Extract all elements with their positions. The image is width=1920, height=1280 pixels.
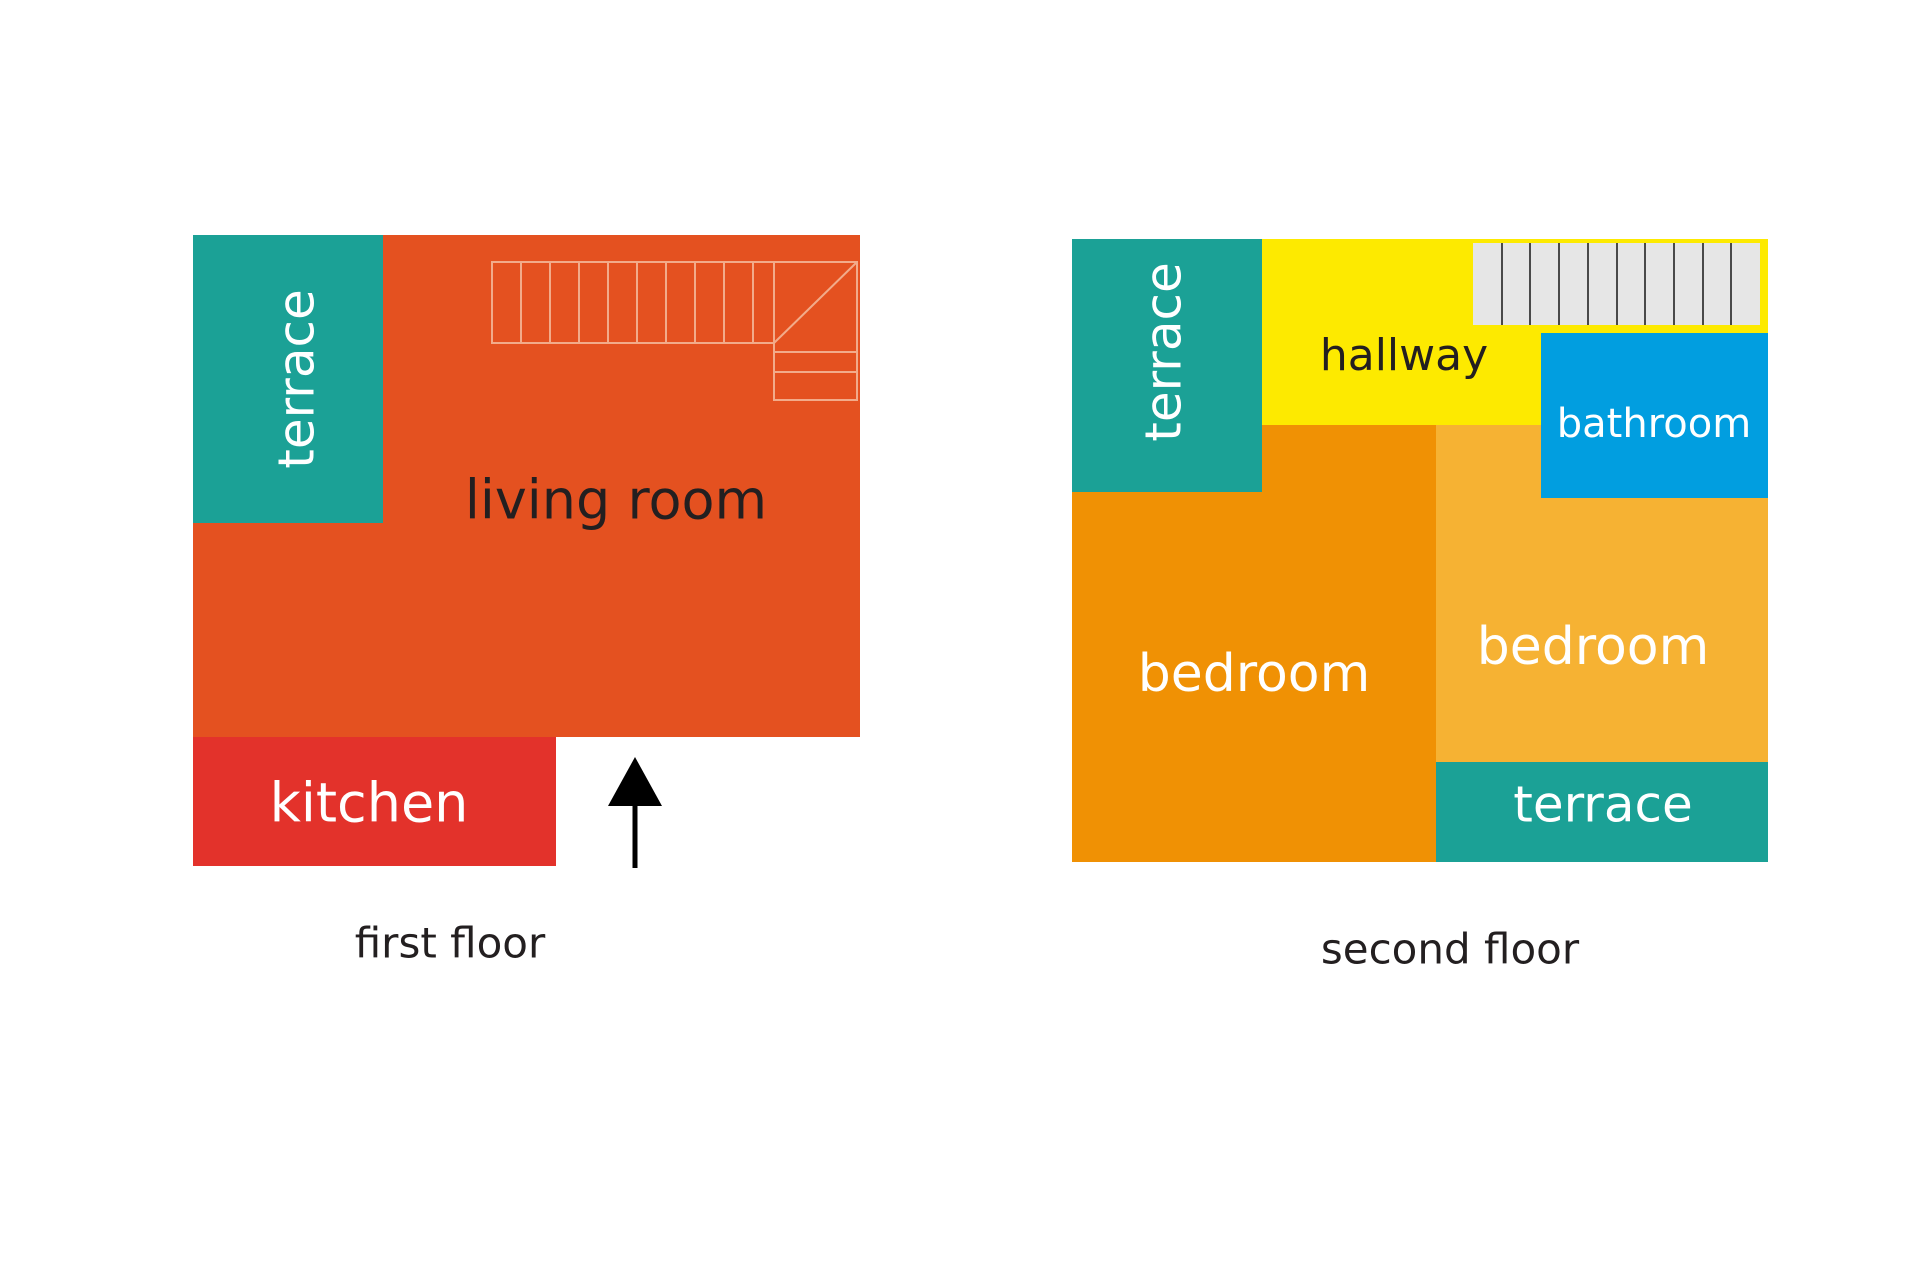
kitchen-area — [193, 737, 556, 866]
arrow-up-icon — [608, 757, 662, 868]
hallway-label: hallway — [1320, 330, 1488, 381]
terrace-top-label: terrace — [1135, 262, 1193, 442]
first-floor-caption: first floor — [355, 919, 546, 968]
bathroom-area — [1541, 333, 1768, 498]
terrace-area — [193, 235, 383, 523]
terrace-top-area — [1072, 239, 1262, 492]
terrace-label: terrace — [268, 289, 326, 469]
second-floor-caption: second floor — [1321, 925, 1580, 974]
living-room-label: living room — [465, 469, 767, 532]
terrace-bottom-area — [1436, 762, 1768, 862]
bedroom-left-label: bedroom — [1138, 644, 1371, 704]
bedroom-right-label: bedroom — [1477, 617, 1710, 677]
terrace-bottom-label: terrace — [1513, 776, 1693, 834]
kitchen-label: kitchen — [270, 772, 469, 835]
bathroom-label: bathroom — [1557, 401, 1751, 447]
stairs-icon — [491, 261, 858, 401]
stairs-icon — [1473, 243, 1760, 325]
first-floor-plan: terrace living room kitchen first floor — [193, 235, 860, 968]
second-floor-plan: terrace hallway bathroom bedroom bedroom… — [1072, 239, 1768, 974]
